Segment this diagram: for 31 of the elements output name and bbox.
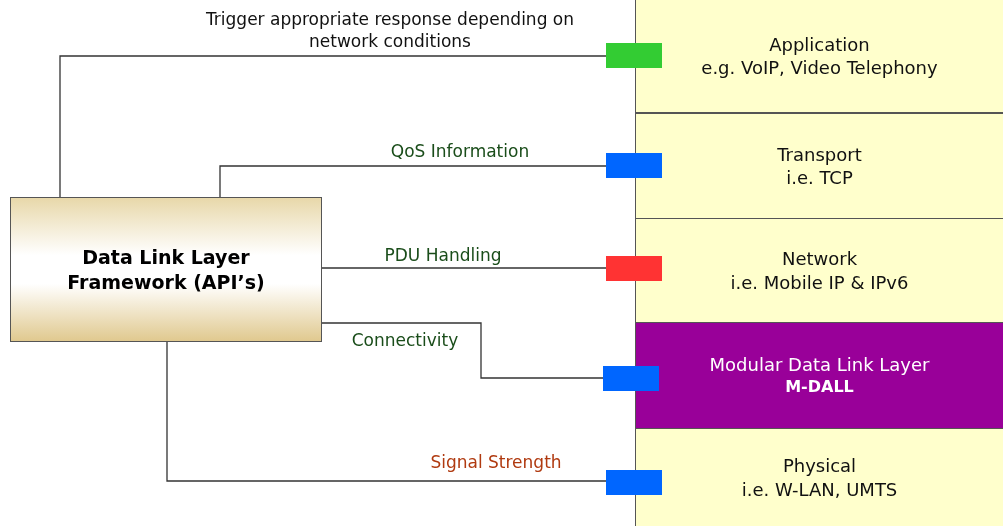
layer-title: Transport [777,142,862,166]
layer-title: Physical [782,454,857,478]
layer-title: Application [769,32,870,56]
connector-line [321,267,607,269]
layer-box [635,428,1003,526]
connector-block [606,256,662,281]
layer-box [635,0,1003,113]
layer-box [635,322,1003,429]
layer-detail: i.e. TCP [786,166,853,190]
connector-block [606,43,662,68]
connector-block [603,366,659,391]
connector-block [606,470,662,495]
connector-block [606,153,662,178]
layer-box [635,113,1003,219]
edge-label: Trigger appropriate response depending on network conditions [204,8,576,53]
connector-line [59,55,607,198]
layer-detail: i.e. Mobile IP & IPv6 [730,270,909,294]
edge-label: Connectivity [351,329,459,352]
layer-title: Network [781,247,858,271]
framework-title: Data Link Layer Framework (API’s) [66,244,266,295]
framework-box [10,197,322,342]
layer-box [635,218,1003,323]
edge-label: PDU Handling [384,244,502,267]
connector-line [166,341,607,482]
layer-detail: e.g. VoIP, Video Telephony [701,56,938,80]
connector-line [321,322,604,379]
edge-label: Signal Strength [430,451,562,474]
layer-detail: i.e. W-LAN, UMTS [741,477,898,501]
layer-detail: M-DALL [785,376,854,398]
connector-line [219,165,607,198]
layer-title: Modular Data Link Layer [709,353,930,377]
